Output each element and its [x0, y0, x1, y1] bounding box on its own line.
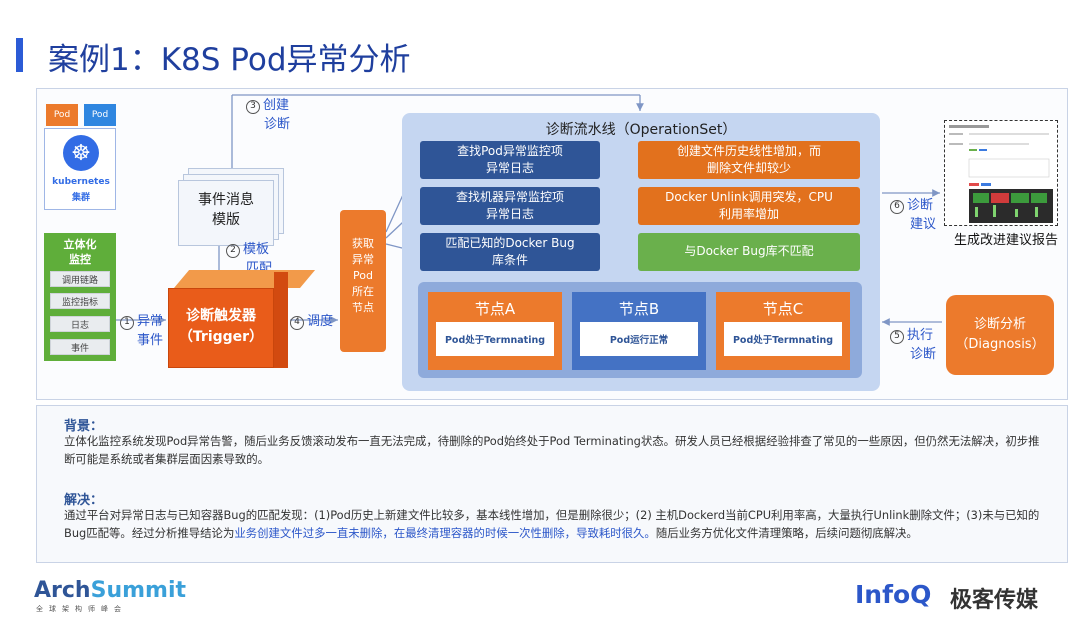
- pipeline-result-3: 与Docker Bug库不匹配: [638, 233, 860, 271]
- report-preview-image: [949, 125, 1053, 223]
- background-title: 背景：: [64, 419, 104, 434]
- monitor-item-events: 事件: [50, 339, 110, 355]
- node-c-status: Pod处于Termnating: [724, 322, 842, 356]
- node-c: 节点C Pod处于Termnating: [716, 292, 850, 370]
- node-b-title: 节点B: [618, 300, 660, 318]
- cluster-label: 集群: [71, 193, 90, 203]
- title-accent-bar: [16, 38, 23, 72]
- fetch-node-box: 获取 异常 Pod 所在 节点: [340, 210, 386, 352]
- node-a-status: Pod处于Termnating: [436, 322, 554, 356]
- pipeline-result-1: 创建文件历史线性增加，而删除文件却较少: [638, 141, 860, 179]
- trigger-cube-side: [274, 272, 288, 368]
- kubernetes-cluster: ☸ kubernetes 集群: [44, 128, 116, 210]
- pipeline-check-1: 查找Pod异常监控项异常日志: [420, 141, 600, 179]
- monitor-item-metrics: 监控指标: [50, 293, 110, 309]
- monitor-item-logs: 日志: [50, 316, 110, 332]
- monitoring-title: 立体化 监控: [63, 238, 97, 266]
- report-thumbnail: [944, 120, 1058, 226]
- node-a-title: 节点A: [474, 300, 516, 318]
- background-text: 立体化监控系统发现Pod异常告警，随后业务反馈滚动发布一直无法完成，待删除的Po…: [64, 434, 1040, 466]
- monitoring-panel: 立体化 监控 调用链路 监控指标 日志 事件: [44, 233, 116, 361]
- pipeline-check-2: 查找机器异常监控项异常日志: [420, 187, 600, 225]
- page-title: 案例1：K8S Pod异常分析: [48, 42, 411, 78]
- geekbang-media-label: 极客传媒: [950, 588, 1039, 613]
- monitor-item-trace: 调用链路: [50, 271, 110, 287]
- trigger-cube-top: [174, 270, 316, 288]
- report-label: 生成改进建议报告: [953, 233, 1058, 248]
- diagnosis-trigger: 诊断触发器 （Trigger）: [168, 288, 274, 368]
- solution-highlight: 业务创建文件过多一直未删除，在最终清理容器的时候一次性删除，导致耗时很久。: [234, 526, 656, 540]
- node-b: 节点B Pod运行正常: [572, 292, 706, 370]
- solution-text: 通过平台对异常日志与已知容器Bug的匹配发现：(1)Pod历史上新建文件比较多，…: [64, 508, 1040, 540]
- pod-tag-orange: Pod: [46, 104, 78, 126]
- info-panel: [36, 405, 1068, 563]
- template-label: 事件消息 模版: [198, 192, 254, 228]
- kubernetes-wheel-icon: ☸: [63, 135, 99, 171]
- archsummit-logo: ArchSummit: [34, 578, 187, 603]
- pod-tag-blue: Pod: [84, 104, 116, 126]
- node-a: 节点A Pod处于Termnating: [428, 292, 562, 370]
- infoq-logo: InfoQ: [855, 580, 932, 609]
- node-c-title: 节点C: [762, 300, 804, 318]
- pipeline-title: 诊断流水线（OperationSet）: [545, 122, 737, 138]
- node-b-status: Pod运行正常: [580, 322, 698, 356]
- template-doc-front: [178, 180, 274, 246]
- diagnosis-analysis: 诊断分析 （Diagnosis）: [946, 295, 1054, 375]
- archsummit-subtitle: 全球架构师峰会: [36, 605, 127, 613]
- kubernetes-label: kubernetes: [52, 177, 110, 187]
- solution-title: 解决：: [64, 493, 104, 508]
